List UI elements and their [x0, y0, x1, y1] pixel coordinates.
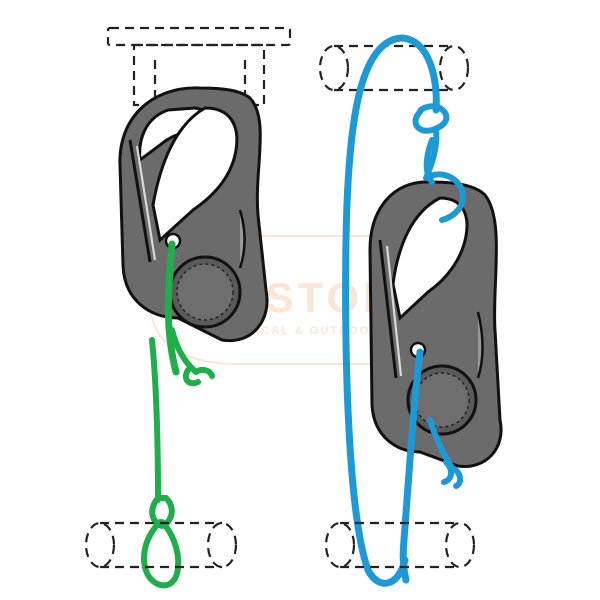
top-right-bar-dashed — [318, 44, 470, 92]
bottom-right-bar-dashed — [324, 521, 476, 569]
right-carabiner-clip — [368, 180, 503, 468]
bottom-left-bar-dashed — [84, 521, 238, 569]
carabiner-clip-icon — [368, 180, 503, 468]
carabiner-clip-icon — [118, 86, 269, 343]
left-carabiner-clip — [118, 86, 269, 343]
green-cord — [141, 240, 215, 589]
